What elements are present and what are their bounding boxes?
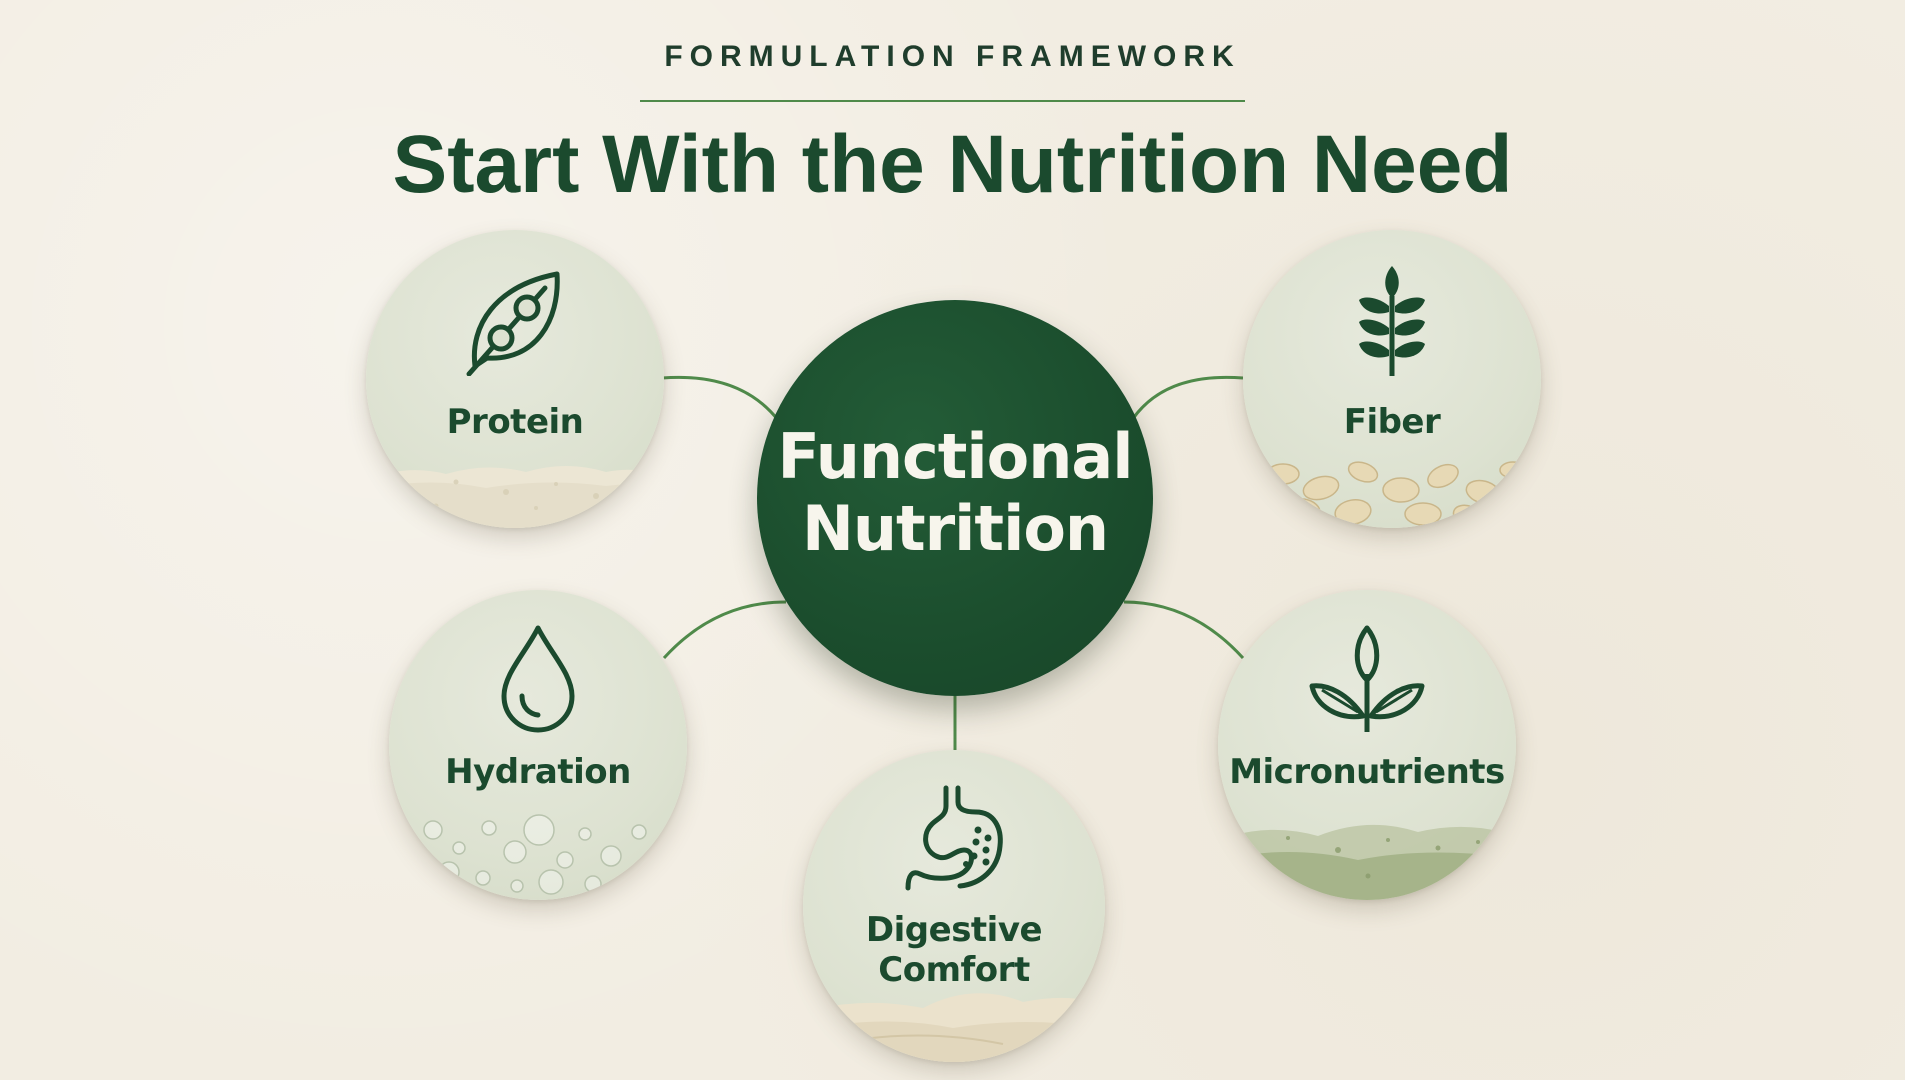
node-label: Fiber <box>1343 402 1441 442</box>
connector-micronutrients <box>1123 600 1245 660</box>
powder-texture <box>366 466 664 528</box>
header-divider <box>640 100 1245 102</box>
wheat-icon <box>1357 266 1427 383</box>
center-title-line2: Nutrition <box>801 492 1109 565</box>
stomach-icon <box>902 784 1006 899</box>
node-protein: Protein <box>366 230 664 528</box>
connector-fiber <box>1130 375 1244 421</box>
node-digestive-comfort: Digestive Comfort <box>803 750 1105 1062</box>
leaf-with-molecule-icon <box>465 266 565 381</box>
sand-powder-texture <box>803 993 1105 1062</box>
water-drop-icon <box>498 624 578 739</box>
node-micronutrients: Micronutrients <box>1218 590 1516 900</box>
node-hydration: Hydration <box>389 590 687 900</box>
node-label: Micronutrients <box>1229 752 1505 792</box>
green-powder-texture <box>1218 824 1516 900</box>
eyebrow-label: FORMULATION FRAMEWORK <box>664 40 1241 73</box>
node-label: Hydration <box>445 752 631 792</box>
center-hub: Functional Nutrition <box>757 300 1153 696</box>
connector-protein <box>661 375 780 421</box>
oat-flakes-texture <box>1266 461 1527 528</box>
sprout-icon <box>1308 624 1426 739</box>
connector-hydration <box>662 600 787 660</box>
node-label: Protein <box>446 402 584 442</box>
node-fiber: Fiber <box>1243 230 1541 528</box>
page-title: Start With the Nutrition Need <box>392 119 1513 210</box>
node-label: Digestive Comfort <box>865 910 1043 990</box>
center-title-line1: Functional <box>777 420 1133 493</box>
bubbles-texture <box>413 814 665 895</box>
